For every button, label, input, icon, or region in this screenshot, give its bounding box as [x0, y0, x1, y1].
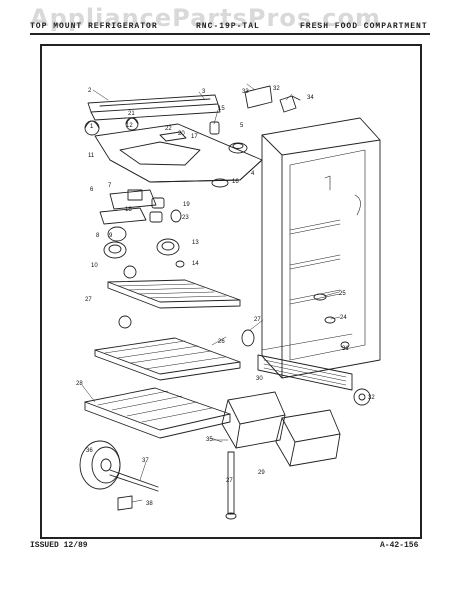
callout-leader-lines — [81, 83, 341, 503]
header-rule — [30, 33, 430, 35]
callout-36: 36 — [86, 448, 93, 454]
callout-21: 21 — [128, 111, 135, 117]
callout-7: 7 — [108, 183, 112, 189]
fresh-food-liner — [261, 117, 381, 379]
callout-19: 19 — [183, 202, 190, 208]
callout-38: 38 — [146, 501, 153, 507]
callout-25: 25 — [339, 291, 346, 297]
header-left-text: TOP MOUNT REFRIGERATOR — [30, 22, 158, 31]
callout-6: 6 — [90, 187, 94, 193]
callout-11: 11 — [88, 153, 95, 159]
callout-32: 32 — [273, 86, 280, 92]
crisper-pans — [221, 391, 341, 467]
watermark-text: AppliancePartsPros.com — [30, 4, 381, 32]
callout-10: 10 — [91, 263, 98, 269]
toe-grille — [257, 354, 371, 406]
callout-29: 29 — [258, 470, 265, 476]
wire-shelves — [84, 265, 255, 439]
callout-30: 30 — [256, 376, 263, 382]
thermostat-parts — [99, 189, 185, 268]
callout-14: 14 — [192, 261, 199, 267]
callout-35: 35 — [206, 437, 213, 443]
callout-12: 12 — [126, 123, 133, 129]
callout-17: 17 — [191, 134, 198, 140]
hinge-brackets — [244, 85, 301, 113]
callout-5: 5 — [240, 123, 244, 129]
callout-1: 1 — [90, 124, 94, 130]
callout-labels: 1 2 3 4 5 6 7 8 9 10 11 12 13 14 15 16 1… — [76, 86, 375, 507]
callout-16: 16 — [232, 179, 239, 185]
callout-27a: 27 — [85, 297, 92, 303]
callout-27b: 27 — [254, 317, 261, 323]
callout-27c: 27 — [226, 478, 233, 484]
callout-37: 37 — [142, 458, 149, 464]
callout-15: 15 — [218, 106, 225, 112]
callout-9: 9 — [109, 233, 113, 239]
callout-18: 18 — [125, 207, 132, 213]
callout-26: 26 — [218, 339, 225, 345]
callout-23: 23 — [182, 215, 189, 221]
callout-2: 2 — [88, 88, 92, 94]
callout-4: 4 — [251, 171, 255, 177]
diagram-frame — [40, 44, 422, 539]
document-number: A-42-156 — [380, 541, 419, 550]
callout-34: 34 — [307, 95, 314, 101]
callout-31: 31 — [342, 346, 349, 352]
header-model-text: RNC-19P-TAL — [196, 22, 260, 31]
issued-date: ISSUED 12/89 — [30, 541, 88, 550]
control-housing-assembly — [84, 94, 263, 188]
callout-22: 22 — [165, 126, 172, 132]
header-right-text: FRESH FOOD COMPARTMENT — [300, 22, 428, 31]
callout-28: 28 — [76, 381, 83, 387]
callout-20: 20 — [178, 131, 185, 137]
callout-3: 3 — [202, 89, 206, 95]
callout-32b: 32 — [368, 395, 375, 401]
roller-assembly — [79, 440, 237, 520]
callout-33: 33 — [242, 89, 249, 95]
callout-24: 24 — [340, 315, 347, 321]
callout-13: 13 — [192, 240, 199, 246]
callout-8: 8 — [96, 233, 100, 239]
